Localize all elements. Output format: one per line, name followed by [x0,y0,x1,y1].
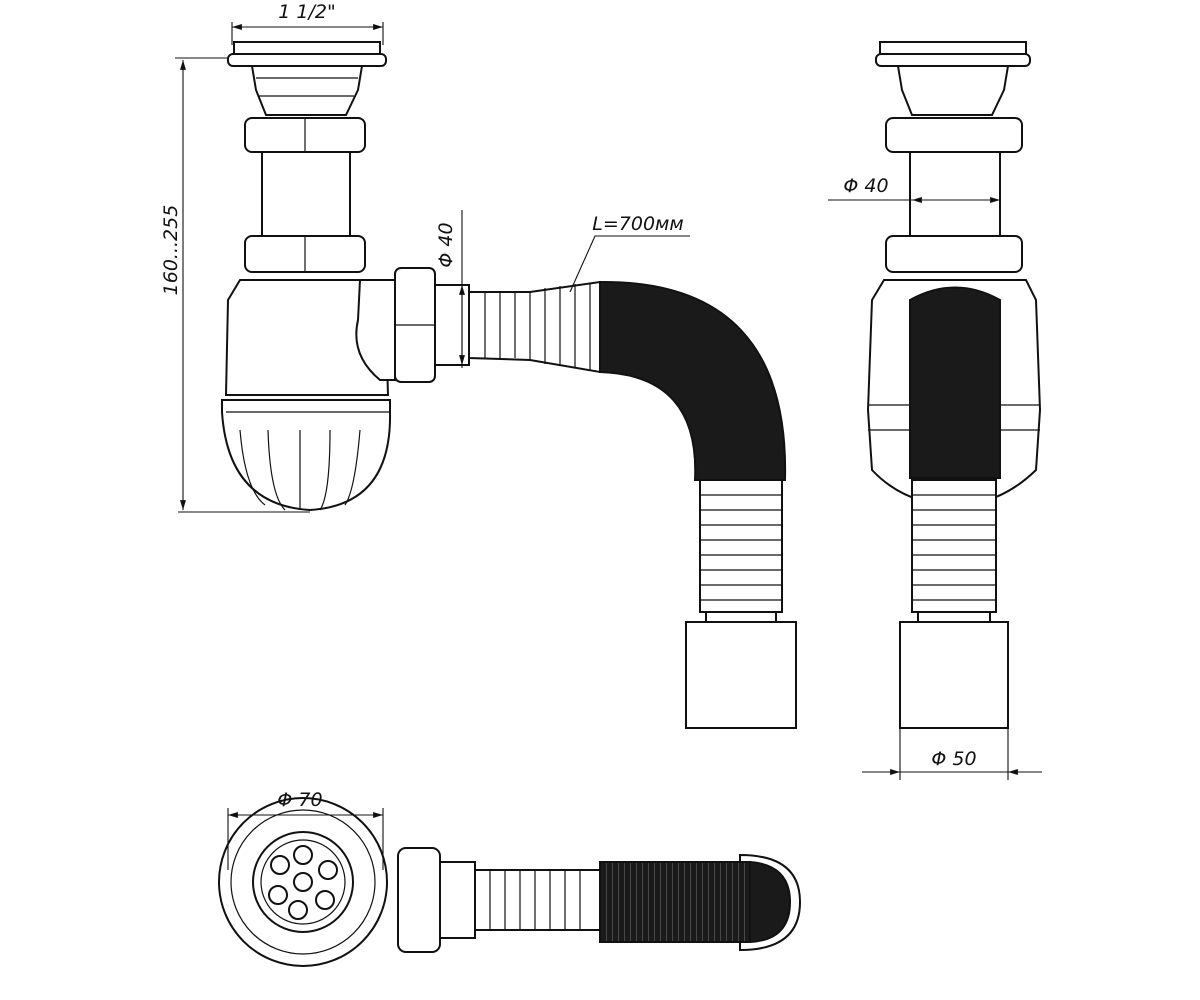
side-hose-corrugated [911,479,997,613]
grate-top [233,41,381,55]
bottom-view: Φ 70 [218,789,802,967]
bottom-outlet-nut [397,847,441,953]
side-outlet-diameter-label: Φ 50 [931,748,976,770]
drain-cone [250,65,364,116]
outlet-diameter-label: Φ 40 [435,222,457,267]
siphon-bowl [221,399,392,512]
outlet-cylinder [685,621,797,729]
side-pipe-diameter-label: Φ 40 [843,175,888,197]
bottom-hose-corrugated [474,869,601,931]
top-width-label: 1 1/2" [278,1,335,23]
hose-flexible-bend [599,280,787,481]
side-outlet-cylinder [899,621,1009,729]
outlet-neck [355,279,396,381]
vertical-pipe [261,151,351,238]
side-flexible-hose [909,286,1001,479]
side-lower-nut [885,235,1023,273]
grate-flange [227,53,387,67]
side-top-nut [885,117,1023,153]
front-view: 1 1/2" 160...255 Φ 40 L=700мм [160,1,797,729]
outlet-coupling [434,284,470,366]
hose-corrugated-end [699,479,783,613]
hose-corrugated-start [468,280,601,374]
grate-diameter-label: Φ 70 [277,789,322,811]
side-view: Φ 40 Φ 50 [828,41,1042,780]
height-label: 160...255 [160,205,182,296]
bottom-flexible-hose [599,861,751,943]
side-vertical-pipe [909,151,1001,238]
hose-length-label: L=700мм [592,213,683,235]
